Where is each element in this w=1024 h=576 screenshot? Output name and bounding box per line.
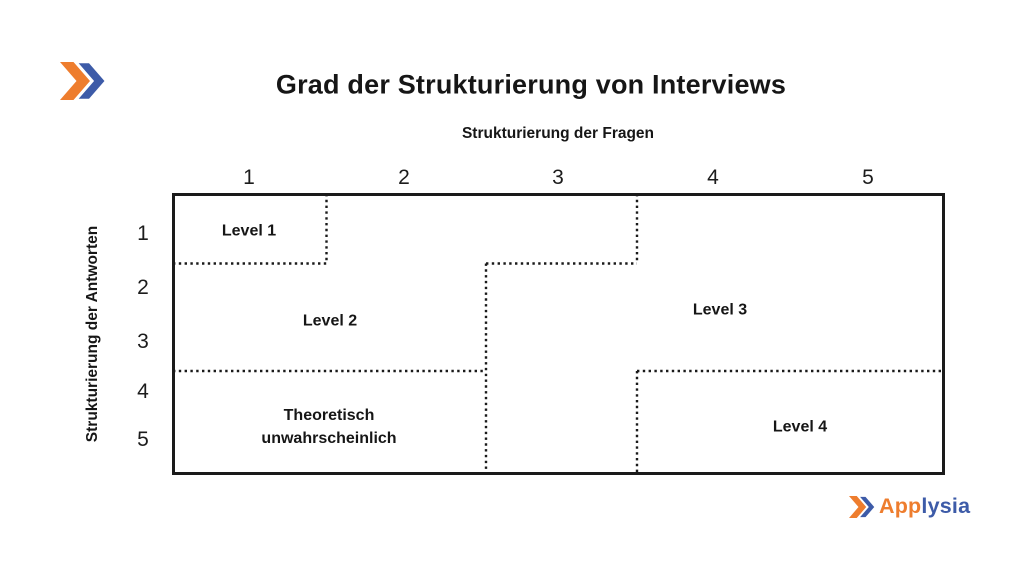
region-label-level-2: Level 2 bbox=[302, 312, 358, 330]
y-tick-3: 3 bbox=[137, 330, 149, 353]
x-tick-2: 2 bbox=[398, 166, 410, 189]
x-tick-4: 4 bbox=[707, 166, 719, 189]
y-tick-2: 2 bbox=[137, 276, 149, 299]
x-tick-1: 1 bbox=[243, 166, 255, 189]
region-label-level-3: Level 3 bbox=[692, 301, 748, 319]
y-tick-4: 4 bbox=[137, 380, 149, 403]
region-label-theoretically-unlikely: Theoretisch unwahrscheinlich bbox=[261, 407, 397, 447]
applysia-wordmark: Applysia bbox=[879, 494, 970, 519]
wordmark-part2: lysia bbox=[921, 494, 971, 518]
applysia-logo: Applysia bbox=[849, 494, 970, 519]
y-tick-5: 5 bbox=[137, 428, 149, 451]
region-label-level-4: Level 4 bbox=[772, 418, 828, 436]
x-tick-3: 3 bbox=[552, 166, 564, 189]
x-axis-title: Strukturierung der Fragen bbox=[461, 125, 655, 142]
region-label-level-1: Level 1 bbox=[221, 222, 277, 240]
page-title: Grad der Strukturierung von Interviews bbox=[275, 69, 787, 100]
x-tick-5: 5 bbox=[862, 166, 874, 189]
double-chevron-right-icon bbox=[60, 62, 107, 100]
applysia-chevron-icon bbox=[849, 495, 876, 518]
wordmark-part1: App bbox=[879, 494, 922, 518]
y-tick-1: 1 bbox=[137, 222, 149, 245]
